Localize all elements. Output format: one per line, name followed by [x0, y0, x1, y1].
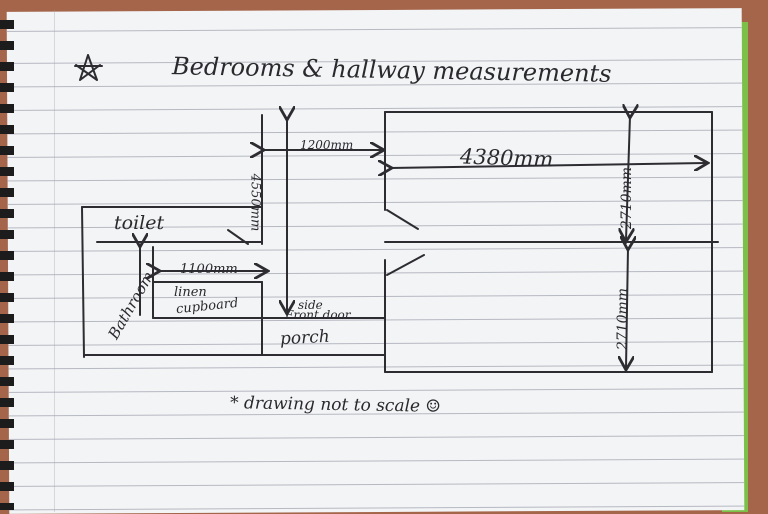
- footnote: * drawing not to scale ☺: [229, 393, 441, 417]
- label-dim-4380: 4380mm: [459, 144, 554, 172]
- label-dim-1100: 1100mm: [180, 262, 238, 277]
- star-icon: [74, 54, 103, 81]
- page-margin-line: [54, 10, 55, 512]
- label-dim-2710-bottom: 2710mm: [615, 287, 632, 351]
- label-linen: linen: [174, 285, 207, 300]
- dimension-arrows: [140, 116, 706, 368]
- label-front-door: Front door: [285, 308, 351, 322]
- door-swings: [386, 209, 425, 276]
- label-side: side: [298, 298, 323, 312]
- page-title: Bedrooms & hallway measurements: [171, 52, 612, 88]
- spiral-binding: [0, 20, 14, 510]
- label-dim-1200: 1200mm: [300, 138, 354, 152]
- label-toilet: toilet: [114, 212, 165, 234]
- label-dim-4550: 4550mm: [247, 173, 263, 232]
- label-dim-2710-top: 2710mm: [619, 166, 636, 230]
- label-porch: porch: [279, 326, 331, 350]
